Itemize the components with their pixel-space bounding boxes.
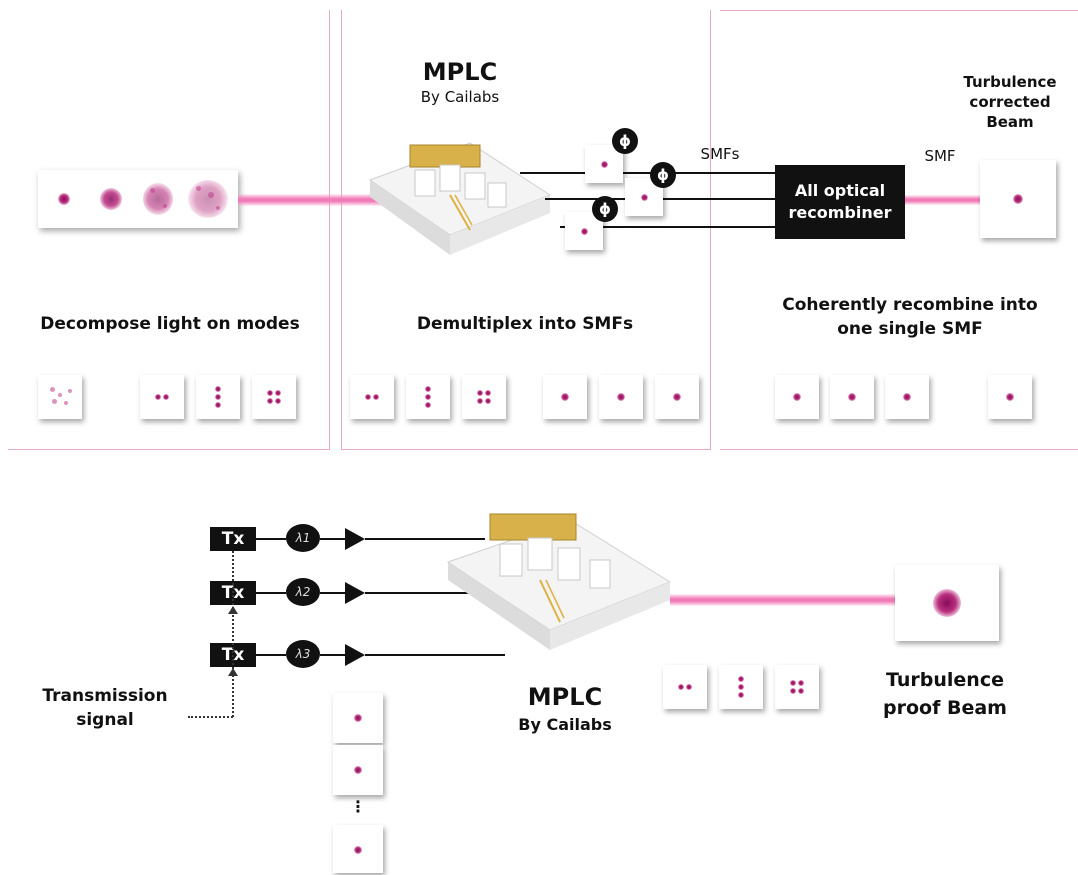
- lam-link-2: [320, 592, 345, 594]
- smf-line-3: [560, 226, 775, 228]
- phase-shifter-3: ϕ: [592, 196, 618, 222]
- demux-gauss-1: [543, 375, 587, 419]
- fiber-3: [365, 654, 505, 656]
- panel2-left-border: [341, 10, 342, 450]
- input-gauss-1: [333, 693, 383, 743]
- panel2-bottom-border: [341, 449, 711, 450]
- smf-line-1: [520, 172, 775, 174]
- panel3-caption: Coherently recombine into one single SMF: [782, 295, 1038, 339]
- panel2-right-border: [710, 10, 711, 450]
- fiber-1: [365, 538, 485, 540]
- fiber-2: [365, 592, 480, 594]
- out-mode-three-lobe: [719, 665, 763, 709]
- mode-two-lobe: [140, 375, 184, 419]
- mplc-title-bottom: MPLC: [527, 683, 603, 711]
- turbulence-corrected-label: Turbulence corrected Beam: [963, 73, 1057, 131]
- arrow-up-2: [228, 606, 238, 614]
- mplc-subtitle-top: By Cailabs: [420, 88, 500, 106]
- lambda-2: λ2: [286, 578, 320, 606]
- out-mode-four-lobe: [775, 665, 819, 709]
- speckle-strip: [38, 170, 238, 228]
- smfs-label: SMFs: [700, 145, 740, 163]
- smf-label: SMF: [924, 147, 956, 165]
- panel2-caption: Demultiplex into SMFs: [416, 314, 634, 334]
- arrow-up-3: [228, 668, 238, 676]
- amplifier-2: [345, 582, 365, 604]
- phase-shifter-1: ϕ: [612, 128, 638, 154]
- lambda-1: λ1: [286, 524, 320, 552]
- input-gauss-n: [333, 825, 383, 873]
- recomb-gauss-single: [988, 375, 1032, 419]
- panel1-bottom-border: [8, 449, 330, 450]
- tx-link-1: [256, 538, 286, 540]
- panel1-caption: Decompose light on modes: [40, 314, 300, 334]
- tx-box-1: Tx: [210, 527, 256, 551]
- recombiner-label: All optical recombiner: [788, 181, 892, 222]
- recomb-gauss-1: [775, 375, 819, 419]
- tx-link-3: [256, 654, 286, 656]
- turbulence-proof-spot: [895, 565, 999, 641]
- phase-shifter-2: ϕ: [650, 162, 676, 188]
- lam-link-1: [320, 538, 345, 540]
- amplifier-1: [345, 528, 365, 550]
- output-beam: [670, 594, 898, 606]
- demux-mode-two-lobe: [350, 375, 394, 419]
- demux-gauss-2: [599, 375, 643, 419]
- mplc-device-bottom: [446, 513, 672, 650]
- lambda-3: λ3: [286, 640, 320, 668]
- signal-dotted-vertical: [232, 551, 234, 717]
- turbulence-proof-label: Turbulence proof Beam: [883, 669, 1007, 719]
- corrected-beam-spot: [980, 160, 1056, 238]
- recombiner-box: All optical recombiner: [775, 165, 905, 239]
- recombined-beam: [905, 195, 980, 205]
- amplifier-3: [345, 644, 365, 666]
- demux-gauss-3: [655, 375, 699, 419]
- transmission-signal-label: Transmission signal: [42, 686, 168, 730]
- demux-mode-three-lobe: [406, 375, 450, 419]
- tx-link-2: [256, 592, 286, 594]
- vertical-ellipsis: ⋮: [350, 797, 366, 816]
- mplc-device-top: [368, 142, 552, 255]
- recomb-gauss-2: [830, 375, 874, 419]
- mode-speckle: [38, 375, 82, 419]
- input-gauss-2: [333, 745, 383, 795]
- lam-link-3: [320, 654, 345, 656]
- panel1-right-border: [329, 10, 330, 450]
- demux-mode-four-lobe: [462, 375, 506, 419]
- panel3-top-border: [720, 10, 1078, 11]
- mplc-title-top: MPLC: [422, 58, 498, 86]
- panel3-bottom-border: [720, 449, 1078, 450]
- mode-four-lobe: [252, 375, 296, 419]
- out-mode-two-lobe: [663, 665, 707, 709]
- input-beam: [238, 194, 388, 206]
- signal-dotted-horizontal: [188, 716, 233, 718]
- mplc-subtitle-bottom: By Cailabs: [518, 715, 612, 734]
- recomb-gauss-3: [885, 375, 929, 419]
- mode-three-lobe: [196, 375, 240, 419]
